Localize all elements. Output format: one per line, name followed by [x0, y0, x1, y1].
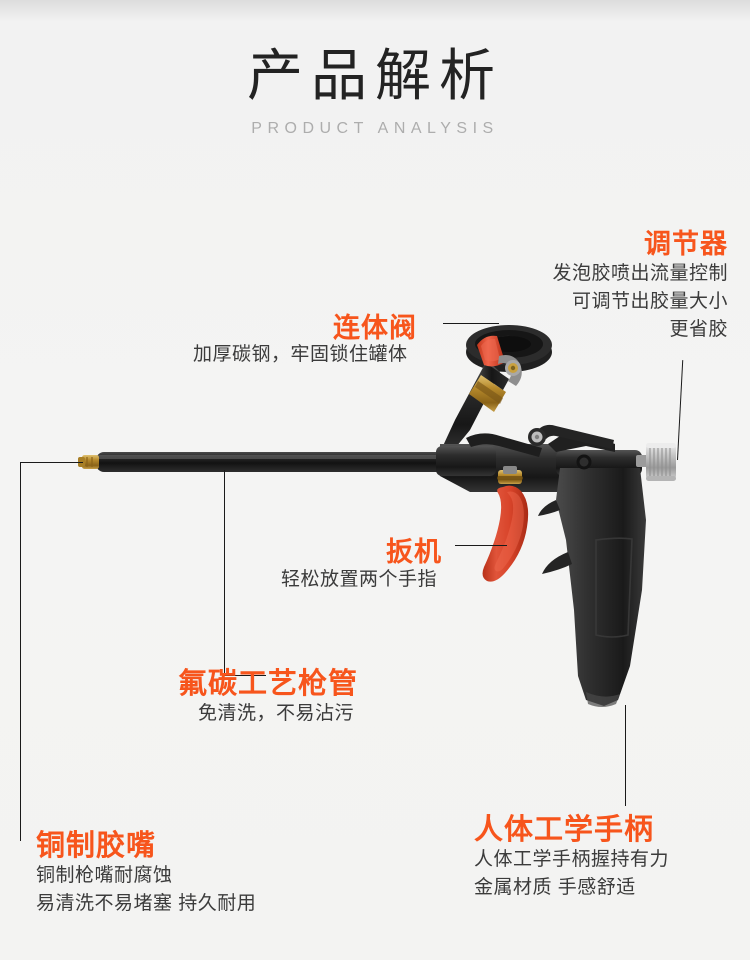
annotation-heading-barrel: 氟碳工艺枪管: [178, 668, 359, 700]
annotation-heading-regulator: 调节器: [644, 229, 728, 259]
annotation-line: 可调节出胶量大小: [571, 291, 728, 312]
gun-barrel: [78, 452, 456, 472]
valve-assembly: [442, 325, 552, 452]
annotation-line: 易清洗不易堵塞 持久耐用: [36, 893, 257, 914]
annotation-body-regulator: 发泡胶喷出流量控制 可调节出胶量大小 更省胶: [552, 260, 728, 344]
leader-line-trigger: [455, 545, 507, 546]
valve-linkage: [466, 424, 615, 457]
annotation-heading-trigger: 扳机: [386, 537, 442, 567]
annotation-heading-valve: 连体阀: [333, 313, 417, 343]
gun-handle: [538, 454, 646, 707]
annotation-line: 更省胶: [669, 319, 728, 340]
leader-line-regulator: [677, 360, 684, 461]
leader-line-nozzle-horizontal: [20, 462, 83, 463]
annotation-body-valve: 加厚碳钢，牢固锁住罐体: [193, 341, 408, 369]
page-subtitle: PRODUCT ANALYSIS: [251, 120, 499, 138]
leader-line-nozzle-vertical: [20, 462, 21, 841]
annotation-line: 免清洗，不易沾污: [198, 703, 355, 724]
annotation-heading-handle: 人体工学手柄: [474, 814, 655, 846]
trigger: [482, 485, 529, 582]
gun-body: [436, 444, 642, 492]
annotation-line: 轻松放置两个手指: [281, 569, 438, 590]
annotation-heading-nozzle: 铜制胶嘴: [36, 830, 157, 862]
annotation-body-nozzle: 铜制枪嘴耐腐蚀 易清洗不易堵塞 持久耐用: [36, 862, 256, 918]
leader-line-barrel-horizontal: [224, 675, 266, 676]
annotation-line: 铜制枪嘴耐腐蚀: [36, 865, 173, 886]
leader-line-handle: [625, 705, 626, 806]
annotation-line: 金属材质 手感舒适: [474, 877, 636, 898]
page-header: 产品解析 PRODUCT ANALYSIS: [0, 44, 750, 138]
leader-line-barrel-vertical: [224, 470, 225, 675]
leader-line-valve: [443, 323, 499, 324]
page-title: 产品解析: [247, 44, 503, 107]
annotation-body-trigger: 轻松放置两个手指: [281, 566, 437, 594]
annotation-body-handle: 人体工学手柄握持有力 金属材质 手感舒适: [474, 846, 669, 902]
adjuster-knob: [636, 443, 676, 481]
annotation-body-barrel: 免清洗，不易沾污: [198, 700, 354, 728]
annotation-line: 发泡胶喷出流量控制: [552, 263, 728, 284]
annotation-line: 加厚碳钢，牢固锁住罐体: [193, 344, 408, 365]
annotation-line: 人体工学手柄握持有力: [474, 849, 670, 870]
